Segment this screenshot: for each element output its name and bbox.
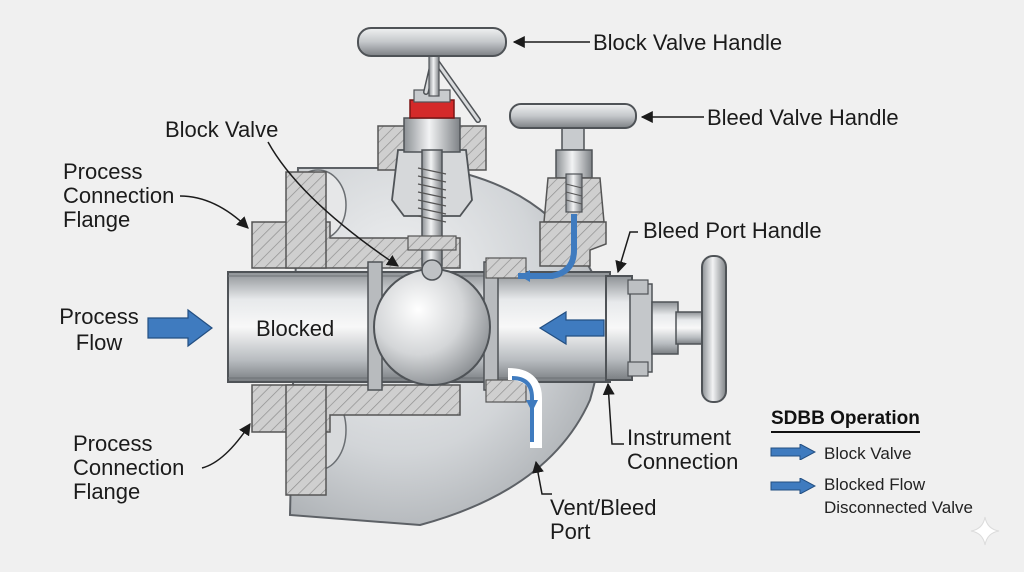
label-line: Connection [627,449,739,474]
label-line: Process [59,304,139,329]
label-line: Process [63,159,143,184]
label-line: Flange [73,479,141,504]
label-line: Flow [75,330,123,355]
red-seal [409,99,455,119]
legend-item-disconnected-valve: Disconnected Valve [824,498,973,517]
ball [373,268,491,386]
label-block-valve-handle: Block Valve Handle [593,30,783,55]
legend-title: SDBB Operation [771,408,920,433]
label-line: Instrument [627,425,731,450]
blocked-flow-arrow [538,310,605,346]
legend-item-block-valve: Block Valve [824,444,912,463]
label-line: Connection [63,183,175,208]
label-line: Port [550,519,591,544]
label-blocked: Blocked [256,316,335,341]
block-handle-bar [357,27,507,57]
label-block-valve: Block Valve [165,117,279,142]
legend-arrow-icon [770,444,816,460]
legend-item-blocked-flow: Blocked Flow [824,475,926,494]
label-line: Connection [73,455,185,480]
label-line: Process [73,431,153,456]
bleed-handle-bar [509,103,637,129]
label-bleed-port-handle: Bleed Port Handle [643,218,822,243]
label-bleed-valve-handle: Bleed Valve Handle [707,105,899,130]
legend-arrow-icon [770,478,816,494]
sparkle-icon [970,516,1000,546]
label-line: Vent/Bleed [550,495,657,520]
label-line: Flange [63,207,131,232]
instrument-handle [701,255,727,403]
process-flow-arrow [147,308,213,348]
